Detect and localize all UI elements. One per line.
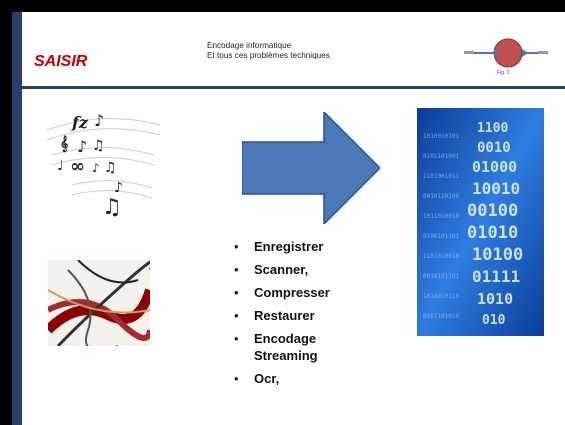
svg-text:01010: 01010 — [467, 223, 518, 243]
svg-text:1101010010: 1101010010 — [423, 253, 460, 260]
list-item: •Encodage Streaming — [234, 331, 318, 363]
svg-text:0010110100: 0010110100 — [423, 193, 460, 200]
slide-title: SAISIR — [34, 53, 88, 70]
bullet-text: Compresser — [254, 285, 330, 300]
svg-text:♪: ♪ — [92, 161, 100, 175]
svg-text:fz: fz — [71, 113, 89, 132]
svg-text:1101001011: 1101001011 — [423, 173, 460, 180]
music-notes-image: fz ♪ 𝄞 ♪ ♫ ♩ ∞ ♪ ♫ ♪ ♫ — [46, 111, 161, 220]
bullet-text: Encodage Streaming — [254, 331, 318, 363]
svg-text:1010010101: 1010010101 — [423, 133, 460, 140]
header-divider — [12, 86, 565, 89]
svg-text:10100: 10100 — [472, 245, 523, 265]
svg-text:0101101010: 0101101010 — [423, 313, 460, 320]
svg-text:♫: ♫ — [92, 138, 105, 154]
bullet-list: •Enregistrer •Scanner, •Compresser •Rest… — [234, 238, 364, 393]
list-item: •Enregistrer — [234, 239, 324, 254]
abstract-swirl-image — [48, 260, 150, 346]
bullet-text: Enregistrer — [254, 239, 324, 254]
svg-text:0010101101: 0010101101 — [423, 273, 460, 280]
list-item: •Compresser — [234, 285, 330, 300]
bullet-text: Scanner, — [254, 262, 309, 277]
svg-text:∞: ∞ — [70, 156, 85, 177]
svg-text:𝄞: 𝄞 — [60, 135, 68, 153]
slide-accent-bar — [12, 12, 22, 425]
svg-text:010: 010 — [482, 313, 506, 328]
binary-code-image: 1100 0010 01000 10010 00100 01010 10100 … — [417, 108, 544, 336]
list-item: •Ocr, — [234, 371, 280, 386]
list-item: •Restaurer — [234, 308, 315, 323]
svg-text:0101101001: 0101101001 — [423, 153, 460, 160]
svg-text:♪: ♪ — [94, 111, 104, 130]
svg-text:0010: 0010 — [477, 140, 511, 156]
svg-text:♩: ♩ — [57, 158, 64, 174]
svg-text:0100101101: 0100101101 — [423, 233, 460, 240]
logo-caption: Fig. 1 — [497, 70, 510, 76]
svg-text:01111: 01111 — [472, 267, 520, 286]
svg-text:♫: ♫ — [102, 194, 122, 220]
diagram-logo-icon: Fig. 1 — [464, 38, 548, 76]
list-item: •Scanner, — [234, 262, 309, 277]
svg-text:♪: ♪ — [77, 137, 87, 156]
svg-text:1100: 1100 — [477, 121, 508, 136]
svg-text:1010: 1010 — [477, 290, 513, 308]
bullet-text: Ocr, — [254, 371, 280, 386]
svg-text:00100: 00100 — [467, 201, 518, 221]
svg-text:1011010010: 1011010010 — [423, 213, 460, 220]
svg-text:1010010110: 1010010110 — [423, 293, 460, 300]
svg-text:♫: ♫ — [104, 160, 117, 176]
subtitle-line-1: Encodage informatique — [207, 41, 292, 50]
svg-text:♪: ♪ — [114, 180, 123, 196]
svg-text:01000: 01000 — [472, 158, 517, 176]
bullet-text: Restaurer — [254, 308, 315, 323]
svg-text:10010: 10010 — [472, 179, 520, 198]
slide: SAISIR Encodage informatique Et tous ces… — [12, 12, 565, 425]
slide-subtitle: Encodage informatique Et tous ces problè… — [207, 41, 330, 61]
subtitle-line-2: Et tous ces problèmes techniques — [207, 51, 330, 60]
right-arrow-icon — [242, 112, 380, 224]
